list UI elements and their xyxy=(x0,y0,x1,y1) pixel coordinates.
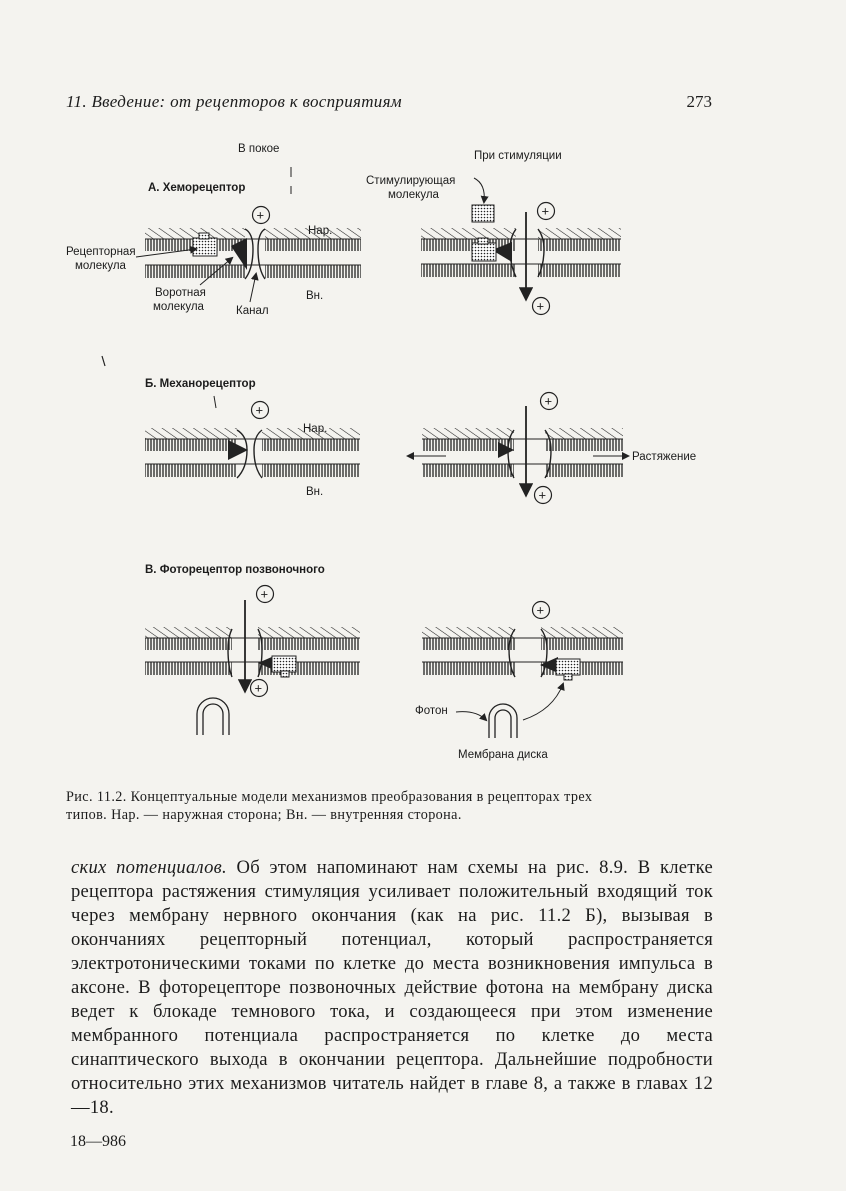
chapter-title: 11. Введение: от рецепторов к восприятия… xyxy=(66,92,402,111)
svg-text:молекула: молекула xyxy=(75,260,127,272)
running-header: 11. Введение: от рецепторов к восприятия… xyxy=(66,92,712,118)
plus-icon xyxy=(251,205,271,225)
svg-text:Нар.: Нар. xyxy=(308,225,332,237)
membrane-c-stim xyxy=(422,627,623,681)
svg-text:Рецепторная: Рецепторная xyxy=(66,246,136,258)
column-rest: В покое xyxy=(238,143,279,155)
body-paragraph: ских потенциалов. Об этом напоминают нам… xyxy=(71,856,713,1120)
receptor-molecule-shape xyxy=(192,237,218,257)
plus-icon xyxy=(531,296,551,316)
svg-text:Вн.: Вн. xyxy=(306,290,323,302)
svg-text:Воротная: Воротная xyxy=(155,287,206,299)
disk-membrane-shape xyxy=(196,697,230,735)
svg-text:+: + xyxy=(542,204,550,219)
svg-text:+: + xyxy=(261,587,269,602)
body-text: Об этом напоминают нам схемы на рис. 8.9… xyxy=(71,857,714,1118)
svg-text:молекула: молекула xyxy=(388,189,440,201)
panel-c-title: В. Фоторецептор позвоночного xyxy=(145,564,325,576)
plus-icon xyxy=(250,400,270,420)
svg-text:Канал: Канал xyxy=(236,305,269,317)
svg-text:Стимулирующая: Стимулирующая xyxy=(366,175,455,187)
svg-text:+: + xyxy=(537,603,545,618)
signature-code: 18—986 xyxy=(70,1133,126,1150)
svg-text:Фотон: Фотон xyxy=(415,705,448,717)
svg-text:+: + xyxy=(256,403,264,418)
figure-11-2: В покое При стимуляции А. Хеморецептор +… xyxy=(66,143,696,761)
svg-text:+: + xyxy=(537,299,545,314)
svg-text:+: + xyxy=(255,681,263,696)
membrane-c-rest xyxy=(145,627,360,678)
disk-membrane-shape xyxy=(488,703,518,738)
svg-text:молекула: молекула xyxy=(153,301,205,313)
plus-icon xyxy=(536,201,556,221)
panel-a-title: А. Хеморецептор xyxy=(148,182,245,194)
plus-icon xyxy=(531,600,551,620)
plus-icon xyxy=(249,678,269,698)
stimulating-molecule-shape xyxy=(471,204,495,223)
plus-icon xyxy=(533,485,553,505)
membrane-b-rest xyxy=(145,428,360,479)
svg-text:Вн.: Вн. xyxy=(306,486,323,498)
svg-text:Нар.: Нар. xyxy=(303,423,327,435)
svg-text:Растяжение: Растяжение xyxy=(632,451,696,463)
plus-icon xyxy=(539,391,559,411)
lead-italic: ских потенциалов. xyxy=(71,857,227,878)
plus-icon xyxy=(255,584,275,604)
svg-text:+: + xyxy=(257,208,265,223)
page-number: 273 xyxy=(686,92,713,111)
svg-text:Мембрана диска: Мембрана диска xyxy=(458,749,548,761)
svg-text:+: + xyxy=(545,394,553,409)
membrane-a-stim xyxy=(421,228,621,278)
figure-caption: Рис. 11.2. Концептуальные модели механиз… xyxy=(66,789,593,823)
membrane-b-stim xyxy=(422,428,623,479)
svg-text:+: + xyxy=(539,488,547,503)
panel-b-title: Б. Механорецептор xyxy=(145,378,256,390)
column-stim: При стимуляции xyxy=(474,150,562,162)
